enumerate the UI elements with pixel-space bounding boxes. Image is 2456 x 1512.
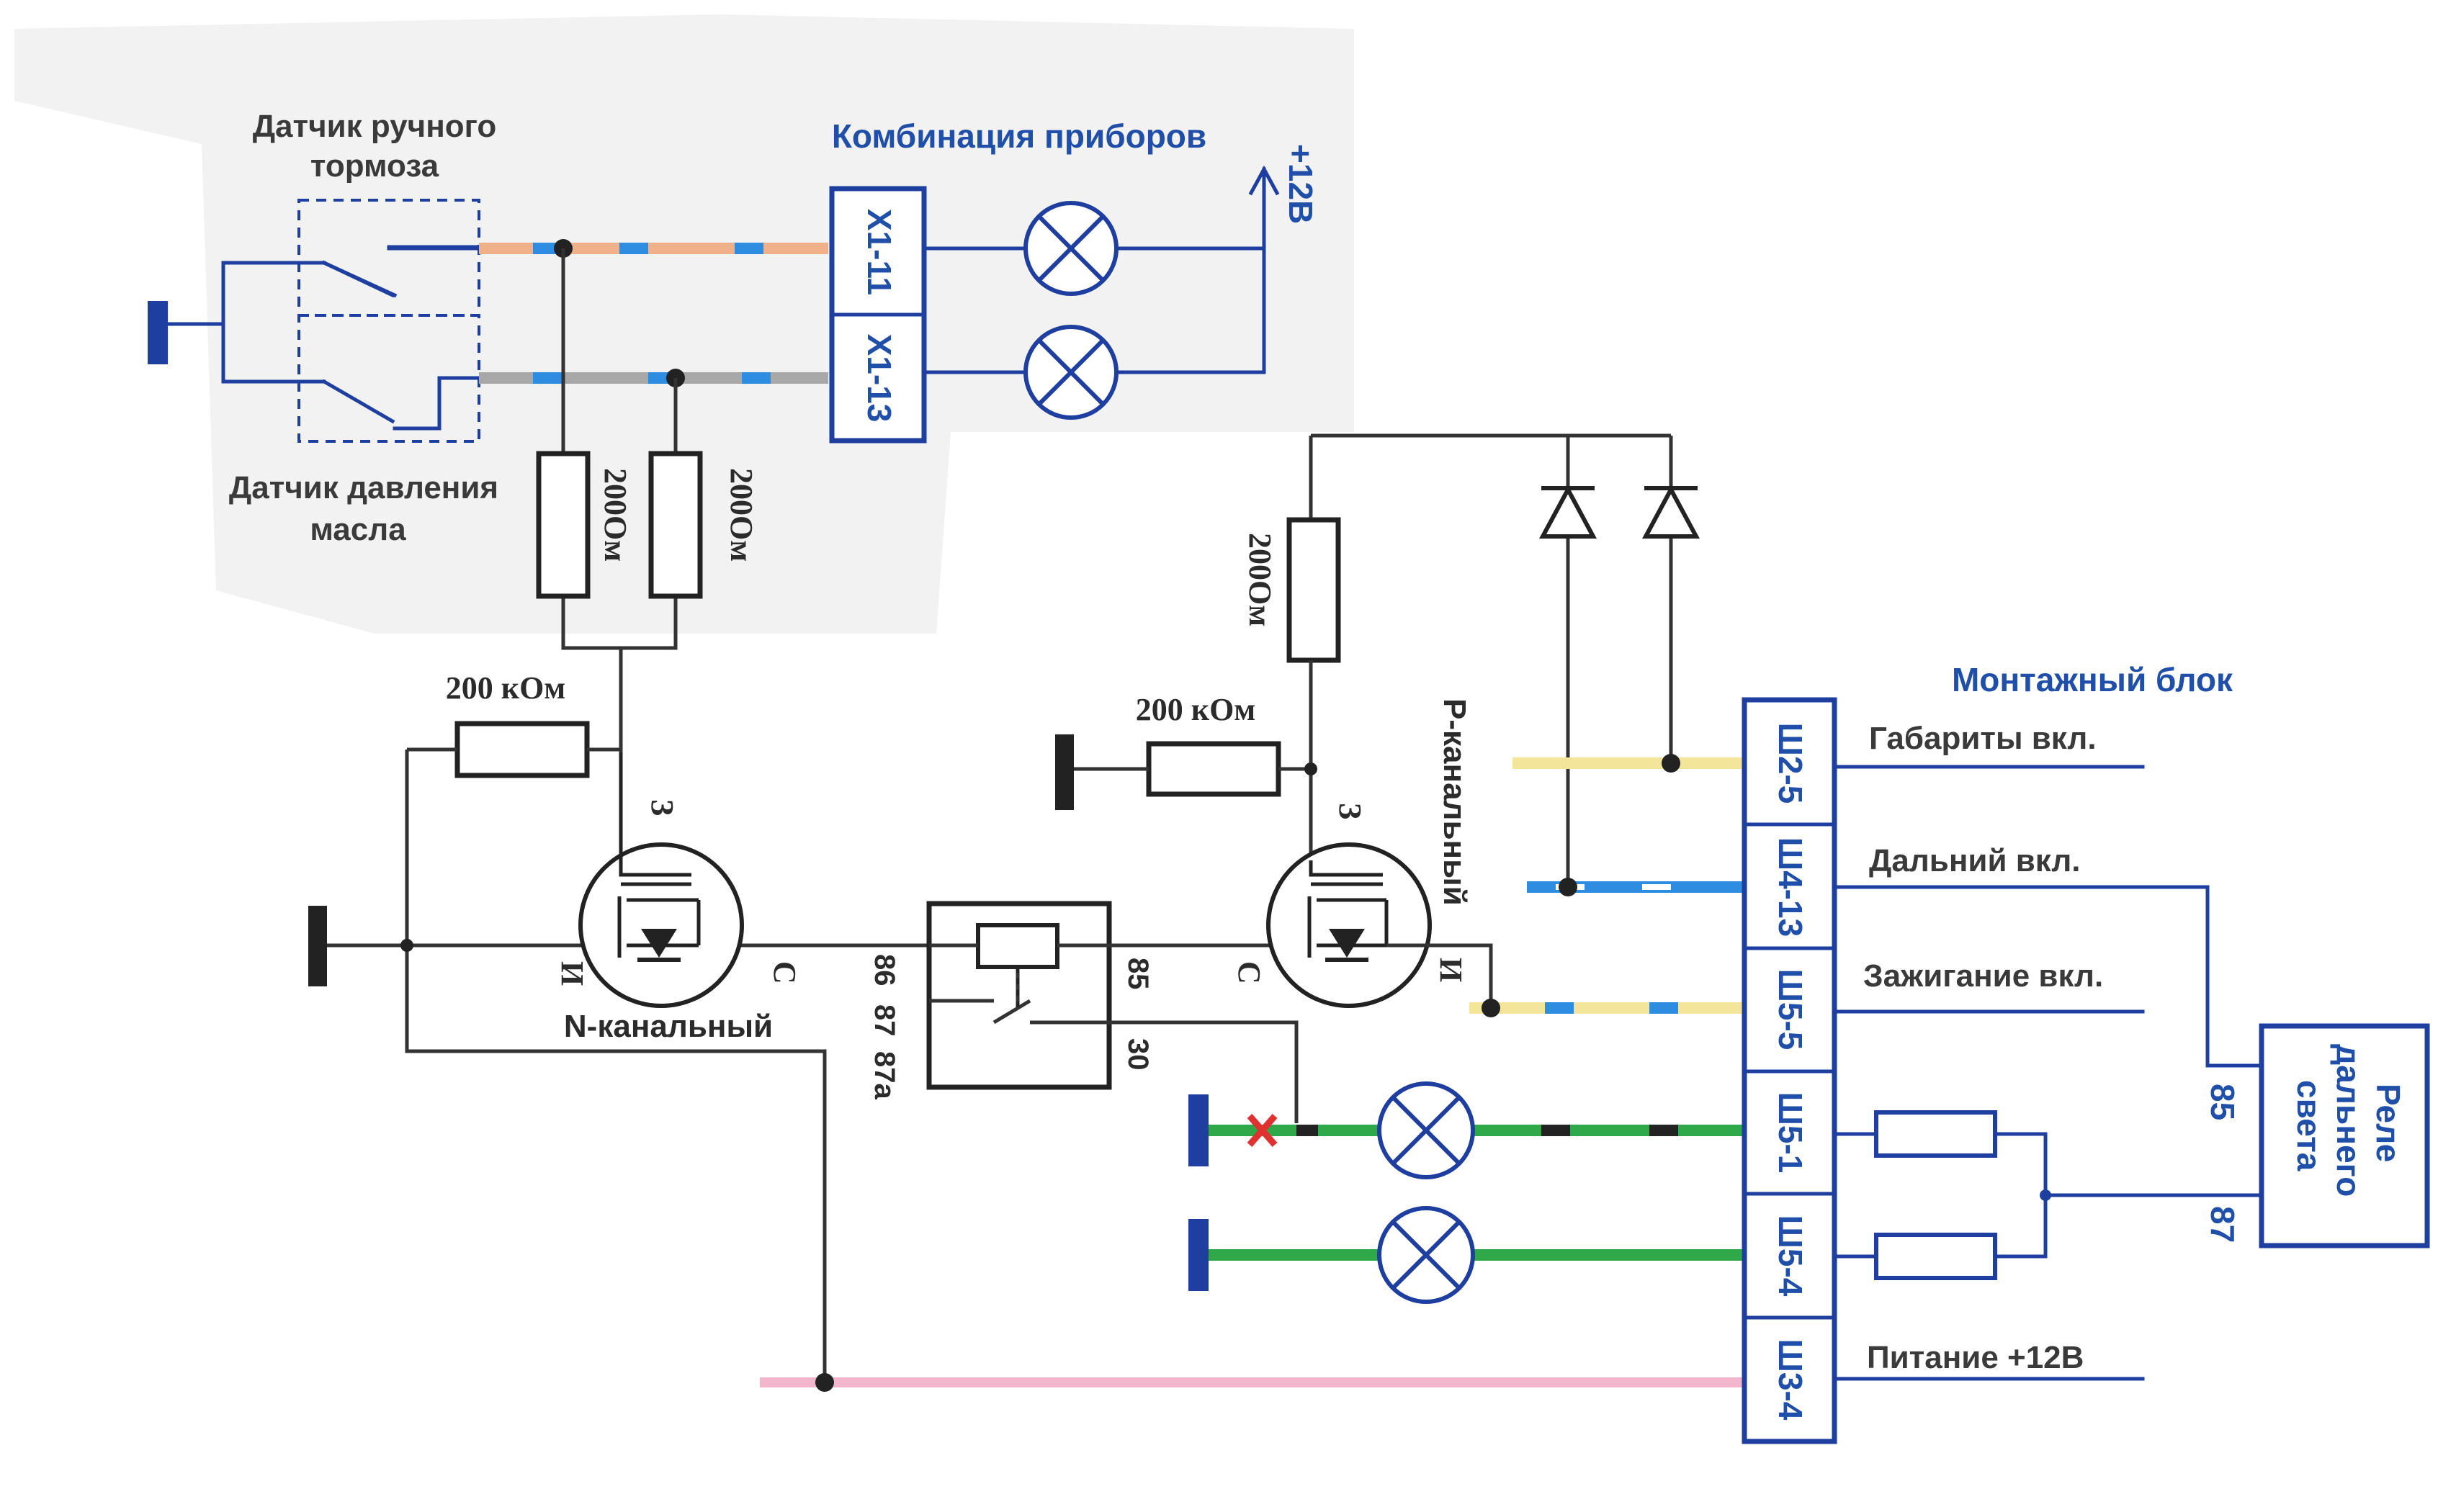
n-channel-label: N-канальный	[564, 1009, 773, 1044]
fuse-2	[1874, 1233, 1997, 1280]
junction-node	[1662, 754, 1680, 773]
signal-sidelights: Габариты вкл.	[1869, 721, 2097, 756]
relay-internal	[929, 943, 1299, 1123]
block-pin-sh5-4: Ш5-4	[1772, 1215, 1809, 1297]
n-gate-pin: З	[645, 799, 680, 816]
relay-pin-30: 30	[1122, 1038, 1154, 1071]
block-pin-sh3-4: Ш3-4	[1772, 1339, 1809, 1421]
n-drain-pin: С	[767, 961, 802, 984]
junction-node	[1482, 999, 1500, 1017]
oil-sensor-label: Датчик давления	[229, 470, 498, 505]
diode-icon	[1641, 485, 1700, 539]
fuse-1	[1874, 1110, 1997, 1158]
high-beam-relay-label-3: света	[2290, 1080, 2328, 1171]
signal-ignition: Зажигание вкл.	[1863, 958, 2103, 994]
warning-lamp-icon	[1023, 325, 1119, 420]
diode-bus-wire	[1309, 433, 1673, 887]
block-pin-sh2-5: Ш2-5	[1772, 723, 1809, 804]
block-pin-sh5-5: Ш5-5	[1772, 969, 1809, 1050]
p-source-wire	[1386, 943, 1493, 1008]
lamp-icon	[1377, 1206, 1475, 1304]
resistor-r3	[1286, 517, 1341, 663]
ground-lamp-2	[1188, 1219, 1209, 1291]
block-pin-sh4-13: Ш4-13	[1772, 837, 1809, 937]
oil-sensor-label-2: масла	[310, 512, 406, 547]
resistor-r1-value: 200Ом	[598, 468, 633, 562]
p-source-pin: И	[1433, 958, 1469, 982]
handbrake-sensor-label: Датчик ручного	[253, 109, 497, 144]
high-beam-relay-label: Реле	[2370, 1084, 2407, 1162]
junction-node	[815, 1373, 834, 1392]
block-pin-sh5-1: Ш5-1	[1772, 1092, 1809, 1174]
resistor-r3-value: 200Ом	[1242, 533, 1278, 626]
n-channel-mosfet	[578, 752, 744, 1008]
connector-x1-13: Х1-13	[861, 334, 898, 423]
plus12v-label: +12В	[1282, 144, 1319, 224]
resistor-r4	[454, 721, 590, 778]
diode-icon	[1538, 485, 1597, 539]
oil-switch-blade	[321, 379, 395, 424]
break-mark-icon	[1247, 1114, 1278, 1147]
ground-left-top	[148, 301, 168, 364]
high-beam-relay-pin-85: 85	[2204, 1084, 2241, 1120]
p-channel-label: Р-канальный	[1437, 698, 1472, 906]
high-beam-relay-pin-87: 87	[2204, 1206, 2241, 1243]
n-source-pin: И	[555, 961, 590, 986]
junction-node	[2040, 1189, 2051, 1201]
connector-x1-11: Х1-11	[861, 209, 898, 295]
resistor-r5	[1146, 741, 1281, 797]
cluster-title: Комбинация приборов	[832, 117, 1206, 155]
handbrake-sensor-label-2: тормоза	[310, 148, 439, 184]
handbrake-switch-blade	[321, 260, 398, 298]
relay-pin-87: 87	[869, 1004, 900, 1037]
ground-lamp-1	[1188, 1094, 1209, 1166]
junction-node	[1559, 878, 1577, 896]
junction-node	[400, 939, 413, 952]
oil-switch-contact	[393, 376, 481, 431]
relay-pin-85: 85	[1122, 958, 1154, 990]
lamp-icon	[1377, 1081, 1475, 1179]
p-drain-pin: С	[1232, 961, 1267, 984]
signal-power: Питание +12В	[1867, 1340, 2084, 1375]
mount-block-title: Монтажный блок	[1952, 661, 2233, 698]
p-channel-mosfet	[1266, 842, 1432, 1008]
gate-bias-wire	[405, 747, 827, 1382]
p-gate-pin: З	[1332, 803, 1368, 819]
mount-block	[1742, 697, 1837, 1444]
resistor-r2-value: 200Ом	[724, 468, 759, 562]
resistor-r1	[536, 451, 591, 599]
resistor-feed-wires	[561, 248, 678, 752]
sensor-ground-wire	[166, 261, 326, 384]
ground-left-middle	[308, 906, 327, 986]
resistor-r5-value: 200 кОм	[1136, 692, 1256, 727]
relay-pin-86: 86	[869, 954, 900, 986]
resistor-r4-value: 200 кОм	[446, 670, 566, 706]
cluster-lamp-wires	[922, 167, 1266, 374]
relay-pin-87a: 87а	[869, 1051, 900, 1099]
paper-background	[14, 14, 1354, 634]
arrow-up-icon	[1248, 165, 1280, 196]
resistor-r2	[648, 451, 703, 599]
signal-high-beam: Дальний вкл.	[1869, 843, 2081, 878]
warning-lamp-icon	[1023, 201, 1119, 296]
ground-right-middle	[1055, 734, 1074, 810]
relay-coil	[976, 923, 1059, 969]
junction-node	[1304, 762, 1317, 775]
high-beam-relay-label-2: дальнего	[2330, 1044, 2367, 1197]
high-beam-relay	[2259, 1023, 2430, 1248]
